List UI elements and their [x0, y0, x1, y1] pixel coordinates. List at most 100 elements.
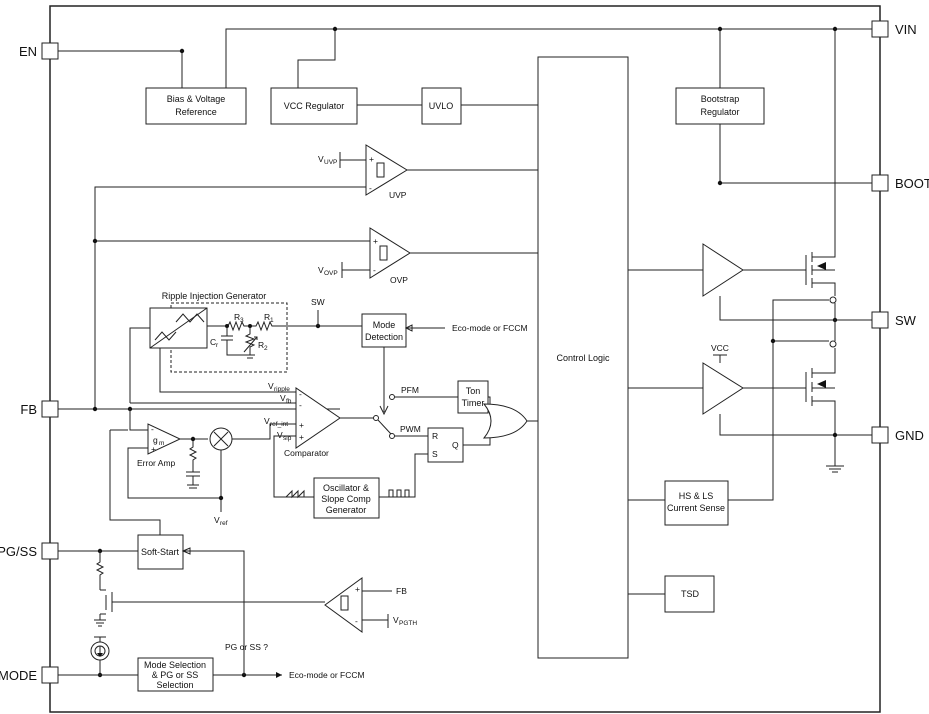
svg-text:V: V — [268, 381, 274, 391]
svg-text:slp: slp — [283, 435, 292, 442]
pin-gnd: GND — [871, 426, 924, 444]
pgth-comparator: + - FB V PGTH — [324, 577, 417, 633]
svg-text:SW: SW — [311, 297, 325, 307]
svg-text:V: V — [277, 430, 283, 440]
svg-text:UVLO: UVLO — [429, 101, 454, 111]
soft-start-block: Soft-Start — [58, 429, 245, 660]
current-sense-block: HS & LS Current Sense — [628, 299, 829, 526]
pin-vin-label: VIN — [895, 22, 917, 37]
svg-text:VCC Regulator: VCC Regulator — [284, 101, 345, 111]
pin-boot: BOOT — [871, 174, 929, 192]
pin-fb: FB — [20, 400, 59, 418]
low-side-driver: VCC — [628, 343, 872, 436]
svg-text:R: R — [258, 340, 264, 350]
svg-text:Ripple Injection Generator: Ripple Injection Generator — [162, 291, 267, 301]
svg-text:+: + — [369, 154, 374, 164]
pin-en-label: EN — [19, 44, 37, 59]
pin-mode: MODE — [0, 666, 59, 684]
pin-en: EN — [19, 42, 59, 60]
fb-net-wiring — [58, 186, 370, 412]
chip-outline — [49, 5, 881, 713]
bootstrap-regulator-block: Bootstrap Regulator — [675, 87, 765, 125]
svg-text:R: R — [432, 431, 438, 441]
svg-text:3: 3 — [240, 317, 244, 324]
pwm-comparator: - - + + V ripple V fb V ref_int V slp Co… — [264, 381, 374, 458]
svg-text:-: - — [369, 183, 372, 193]
svg-text:m: m — [159, 440, 164, 447]
tsd-block: TSD — [628, 575, 715, 613]
svg-text:Comparator: Comparator — [284, 448, 329, 458]
svg-text:Detection: Detection — [365, 332, 403, 342]
control-logic-block: Control Logic — [537, 56, 629, 659]
svg-text:Q: Q — [452, 440, 459, 450]
svg-text:g: g — [153, 435, 158, 445]
svg-text:UVP: UVP — [324, 159, 337, 166]
svg-text:V: V — [264, 416, 270, 426]
svg-text:Control Logic: Control Logic — [556, 353, 610, 363]
ovp-comparator: + - OVP V OVP — [318, 227, 538, 285]
pin-boot-label: BOOT — [895, 176, 929, 191]
svg-text:Oscillator &: Oscillator & — [323, 483, 369, 493]
svg-text:-: - — [373, 265, 376, 275]
svg-text:ripple: ripple — [274, 386, 290, 393]
svg-text:+: + — [151, 444, 156, 454]
svg-text:+: + — [299, 432, 304, 442]
svg-text:Mode: Mode — [373, 320, 396, 330]
svg-text:ref: ref — [220, 520, 228, 527]
svg-text:+: + — [299, 420, 304, 430]
high-side-driver — [628, 124, 872, 323]
svg-text:VCC: VCC — [711, 343, 729, 353]
svg-text:R: R — [234, 312, 240, 322]
mode-selection-block: Mode Selection & PG or SS Selection Eco-… — [58, 642, 365, 692]
pin-gnd-label: GND — [895, 428, 924, 443]
oscillator-slope-comp-block: Oscillator & Slope Comp Generator — [273, 435, 428, 519]
svg-text:PG or SS ?: PG or SS ? — [225, 642, 268, 652]
svg-text:Eco-mode or FCCM: Eco-mode or FCCM — [452, 323, 528, 333]
svg-text:Timer: Timer — [462, 398, 485, 408]
top-wiring — [58, 26, 872, 248]
uvlo-block: UVLO — [421, 87, 462, 125]
mode-detection-block: Mode Detection Eco-mode or FCCM — [361, 313, 528, 416]
svg-text:Bootstrap: Bootstrap — [701, 94, 740, 104]
pg-pulldown — [94, 548, 325, 627]
svg-text:PGTH: PGTH — [399, 620, 417, 627]
ripple-injection-generator: Ripple Injection Generator R 3 R 1 R 2 C… — [129, 291, 362, 404]
svg-text:+: + — [355, 584, 360, 594]
svg-text:-: - — [299, 400, 302, 410]
pin-fb-label: FB — [20, 402, 37, 417]
svg-text:2: 2 — [264, 345, 268, 352]
ton-timer-block: Ton Timer — [457, 380, 500, 414]
pin-pgss: PG/SS — [0, 542, 59, 560]
svg-text:+: + — [373, 236, 378, 246]
svg-text:Reference: Reference — [175, 107, 217, 117]
svg-text:Soft-Start: Soft-Start — [141, 547, 180, 557]
svg-text:-: - — [151, 424, 154, 434]
pfm-pwm-switch: PFM PWM — [373, 385, 458, 439]
pin-mode-label: MODE — [0, 668, 37, 683]
error-amplifier: - + g m Error Amp V ref — [127, 409, 296, 527]
pin-pgss-label: PG/SS — [0, 544, 37, 559]
svg-text:UVP: UVP — [389, 190, 407, 200]
svg-text:Regulator: Regulator — [700, 107, 739, 117]
svg-text:TSD: TSD — [681, 589, 700, 599]
low-side-mosfet — [805, 320, 844, 473]
or-gate — [482, 403, 538, 439]
svg-text:Selection: Selection — [156, 680, 193, 690]
svg-text:-: - — [355, 616, 358, 626]
mode-current-source — [90, 636, 110, 678]
svg-text:V: V — [393, 615, 399, 625]
svg-text:Bias & Voltage: Bias & Voltage — [167, 94, 226, 104]
svg-text:-: - — [299, 389, 302, 399]
svg-text:S: S — [432, 449, 438, 459]
svg-text:Ton: Ton — [466, 386, 481, 396]
svg-text:r: r — [216, 342, 219, 349]
svg-text:1: 1 — [270, 317, 274, 324]
pin-vin: VIN — [871, 20, 917, 38]
svg-text:Slope Comp: Slope Comp — [321, 494, 371, 504]
vcc-regulator-block: VCC Regulator — [270, 87, 358, 125]
pin-sw: SW — [871, 311, 917, 329]
svg-text:R: R — [264, 312, 270, 322]
svg-text:& PG or SS: & PG or SS — [152, 670, 199, 680]
svg-text:V: V — [318, 154, 324, 164]
bias-voltage-reference-block: Bias & Voltage Reference — [145, 87, 247, 125]
